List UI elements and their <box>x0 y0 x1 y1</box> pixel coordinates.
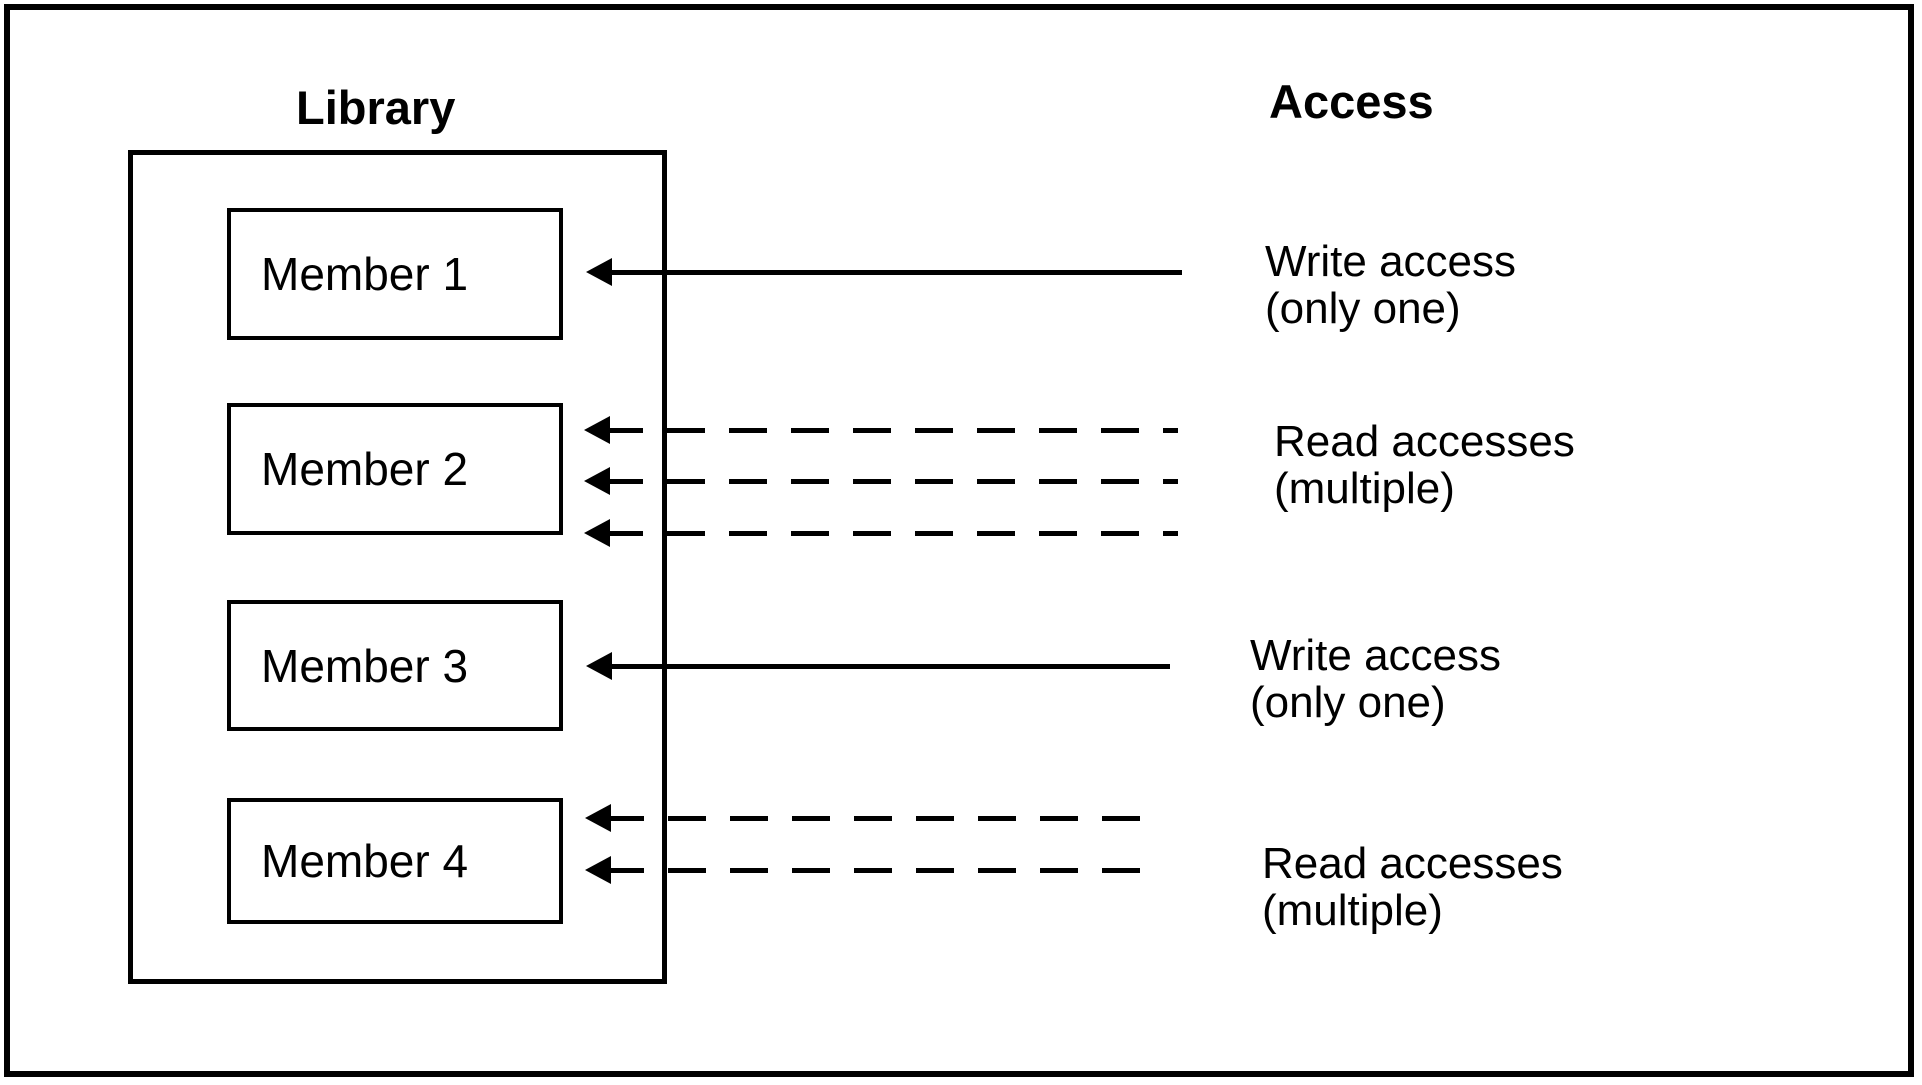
access-label-read-1: Read accesses (multiple) <box>1274 418 1575 512</box>
solid-arrow-shaft <box>607 663 1170 669</box>
dashed-arrow-shaft <box>605 478 1178 484</box>
member-box-3: Member 3 <box>227 600 563 731</box>
dashed-arrow-shaft <box>606 867 1158 873</box>
dashed-arrow-shaft <box>605 530 1178 536</box>
member-label-4: Member 4 <box>261 835 469 887</box>
member-box-4: Member 4 <box>227 798 563 924</box>
access-label-line1: Read accesses <box>1262 839 1563 888</box>
member-box-2: Member 2 <box>227 403 563 535</box>
member-label-1: Member 1 <box>261 248 469 300</box>
member-label-3: Member 3 <box>261 639 469 692</box>
access-label-line2: (multiple) <box>1274 464 1455 513</box>
access-label-line1: Write access <box>1250 631 1502 680</box>
dashed-arrow-shaft <box>605 427 1178 433</box>
access-label-read-2: Read accesses (multiple) <box>1262 840 1563 934</box>
access-label-line2: (only one) <box>1250 678 1446 727</box>
access-label-write-2: Write access (only one) <box>1250 632 1501 726</box>
access-title: Access <box>1269 75 1434 128</box>
dashed-arrow-shaft <box>606 815 1158 821</box>
access-label-line1: Read accesses <box>1274 417 1575 466</box>
access-label-line2: (multiple) <box>1262 886 1443 935</box>
library-title: Library <box>296 81 456 134</box>
access-label-line1: Write access <box>1265 237 1517 286</box>
member-box-1: Member 1 <box>227 208 563 340</box>
member-label-2: Member 2 <box>261 443 469 495</box>
access-label-write-1: Write access (only one) <box>1265 238 1516 332</box>
access-label-line2: (only one) <box>1265 284 1461 333</box>
solid-arrow-shaft <box>607 269 1182 275</box>
